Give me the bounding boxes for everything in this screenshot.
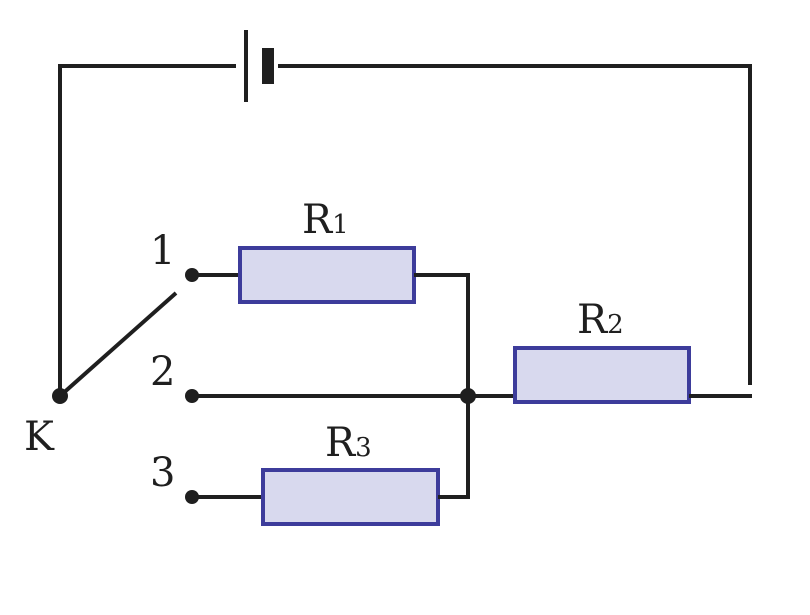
- resistor-r3-label: R3: [325, 420, 372, 466]
- resistor-r3: [261, 468, 440, 526]
- resistor-r1: [238, 246, 416, 304]
- branch-3: [185, 468, 468, 526]
- top-wire: [58, 64, 752, 396]
- battery-short-plate: [262, 48, 274, 84]
- junction-node: [460, 388, 476, 404]
- branch-2: [185, 346, 752, 404]
- terminal-1-label: 1: [150, 228, 175, 274]
- resistor-r1-index: 1: [332, 210, 349, 240]
- resistor-r3-index: 3: [355, 433, 372, 463]
- switch-pivot: [52, 388, 68, 404]
- terminal-3-label: 3: [150, 450, 175, 496]
- switch-label: K: [24, 414, 55, 460]
- branch-1: [185, 246, 468, 304]
- resistor-r2-letter: R: [577, 297, 609, 343]
- resistor-r1-letter: R: [302, 197, 334, 243]
- resistor-r2-index: 2: [607, 310, 624, 340]
- resistor-r2-label: R2: [577, 297, 624, 343]
- terminal-2-label: 2: [150, 349, 175, 395]
- resistor-r3-letter: R: [325, 420, 357, 466]
- switch-blade[interactable]: [58, 291, 178, 398]
- battery-symbol: [244, 30, 274, 102]
- resistor-r1-label: R1: [302, 197, 349, 243]
- resistor-r2: [513, 346, 691, 404]
